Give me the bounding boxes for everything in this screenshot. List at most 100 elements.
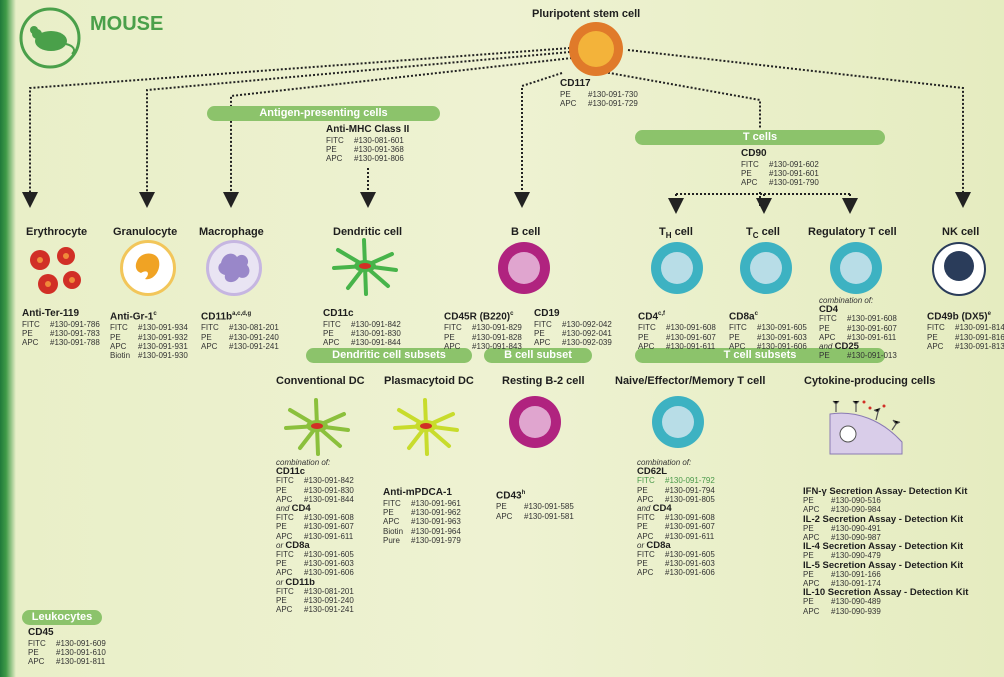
reagent-row: APC#130-091-729 [560, 99, 638, 109]
panel-cd11c-title: CD11c [323, 308, 354, 319]
cell-title-plasmacytoid-dc: Plasmacytoid DC [384, 375, 474, 387]
panel-cd49b-title: CD49b (DX5)e [927, 311, 991, 323]
reagent-row: FITC#130-091-792 [637, 476, 715, 486]
reagent-row: PE#130-092-041 [534, 329, 612, 339]
panel-cd45r-title: CD45R (B220)c [444, 311, 514, 323]
reagent-row: APC#130-091-611 [637, 531, 715, 541]
bar-dendritic-cell-subsets: Dendritic cell subsets [306, 348, 472, 363]
bar-b-cell-subset: B cell subset [484, 348, 592, 363]
cell-title-b-cell: B cell [511, 226, 541, 238]
reagent-row: PE#130-091-013 [819, 351, 897, 361]
reagent-row: APC#130-091-844 [323, 338, 401, 348]
reagent-row: FITC#130-091-608 [819, 314, 897, 324]
reagent-row: PE#130-091-830 [323, 329, 401, 339]
reagent-row: PE#130-091-603 [276, 559, 354, 569]
reagent-row: FITC#130-091-608 [276, 513, 354, 523]
reagent-row: PE#130-091-828 [444, 332, 522, 342]
cytokine-cell-icon [826, 396, 906, 461]
reagent-row: FITC#130-091-602 [741, 160, 819, 169]
cell-title-resting-b2: Resting B-2 cell [502, 375, 585, 387]
reagent-row: APC#130-091-606 [637, 568, 715, 578]
stem-cell-label: Pluripotent stem cell [532, 8, 641, 20]
panel-cd4-title: CD4c,f [638, 311, 666, 323]
reagent-row: APC#130-090-984 [803, 505, 881, 515]
reagent-row: PE#130-091-607 [638, 332, 716, 342]
cell-title-th: TH cell [659, 226, 693, 241]
panel-gr1-title: Anti-Gr-1c [110, 311, 157, 323]
cytokine-kit-title: IL-4 Secretion Assay - Detection Kit [803, 541, 964, 553]
reagent-row: APC#130-091-174 [803, 579, 881, 589]
th-cell-icon [651, 242, 703, 294]
page-title: MOUSE [90, 13, 164, 35]
reagent-row: APC#130-090-939 [803, 606, 881, 616]
treg-cell-icon [830, 242, 882, 294]
cell-title-conventional-dc: Conventional DC [276, 375, 365, 387]
reagent-row: FITC#130-091-608 [638, 323, 716, 333]
reagent-row: FITC#130-091-842 [276, 476, 354, 486]
reagent-row: Biotin#130-091-964 [383, 526, 461, 536]
reagent-row: PE#130-091-610 [28, 648, 106, 658]
reagent-row: APC#130-090-987 [803, 533, 881, 543]
panel-cd11b-title: CD11ba,c,d,g [201, 311, 252, 323]
panel-treg-combo: combination of: [819, 296, 874, 305]
stem-marker-title: CD117 [560, 78, 591, 89]
reagent-row: PE#130-091-240 [276, 596, 354, 606]
reagent-row: PE#130-091-585 [496, 502, 574, 512]
reagent-row: FITC#130-091-605 [276, 550, 354, 560]
reagent-row: APC#130-091-843 [444, 341, 522, 351]
b-cell-icon [498, 242, 550, 294]
reagent-row: FITC#130-091-934 [110, 323, 188, 333]
reagent-row: FITC#130-092-042 [534, 320, 612, 329]
reagent-row: FITC#130-081-201 [276, 586, 354, 596]
reagent-row: APC#130-091-611 [819, 332, 897, 342]
reagent-row: PE#130-091-166 [803, 569, 881, 579]
macrophage-icon [206, 240, 262, 296]
bar-t-cells: T cells [635, 130, 885, 145]
cell-title-treg: Regulatory T cell [808, 226, 897, 238]
reagent-row: Biotin#130-091-930 [110, 350, 188, 360]
reagent-row: APC#130-091-844 [276, 494, 354, 504]
reagent-row: PE#130-090-489 [803, 597, 881, 607]
reagent-row: FITC#130-091-842 [323, 320, 401, 329]
reagent-row: PE#130-091-603 [637, 559, 715, 569]
reagent-row: PE#130-090-479 [803, 551, 881, 561]
mhc-title: Anti-MHC Class II [326, 124, 410, 135]
reagent-row: APC#130-091-805 [637, 494, 715, 504]
reagent-row: Pure#130-091-979 [383, 535, 461, 545]
granulocyte-icon [120, 240, 176, 296]
cytokine-kit-title: IL-5 Secretion Assay - Detection Kit [803, 559, 964, 571]
panel-cd19-title: CD19 [534, 308, 560, 319]
plasmacytoid-dc-icon [391, 396, 461, 461]
reagent-row: APC#130-091-611 [276, 531, 354, 541]
cell-title-macrophage: Macrophage [199, 226, 264, 238]
reagent-row: APC#130-091-611 [638, 341, 716, 351]
cell-title-erythrocyte: Erythrocyte [26, 226, 88, 238]
reagent-row: PE#130-091-240 [201, 332, 279, 342]
reagent-row: PE#130-091-601 [741, 169, 819, 179]
reagent-row: PE#130-090-516 [803, 496, 881, 506]
reagent-row: PE#130-091-816 [927, 332, 1004, 342]
cell-title-tc: TC cell [746, 226, 780, 241]
reagent-row: PE#130-091-607 [276, 522, 354, 532]
reagent-row: APC#130-091-581 [496, 511, 574, 521]
reagent-row: PE#130-091-368 [326, 145, 404, 155]
panel-ter119-title: Anti-Ter-119 [22, 308, 80, 319]
reagent-row: FITC#130-081-201 [201, 323, 279, 333]
cell-title-nk: NK cell [942, 226, 980, 238]
tc-cell-icon [740, 242, 792, 294]
reagent-row: APC#130-092-039 [534, 338, 612, 348]
